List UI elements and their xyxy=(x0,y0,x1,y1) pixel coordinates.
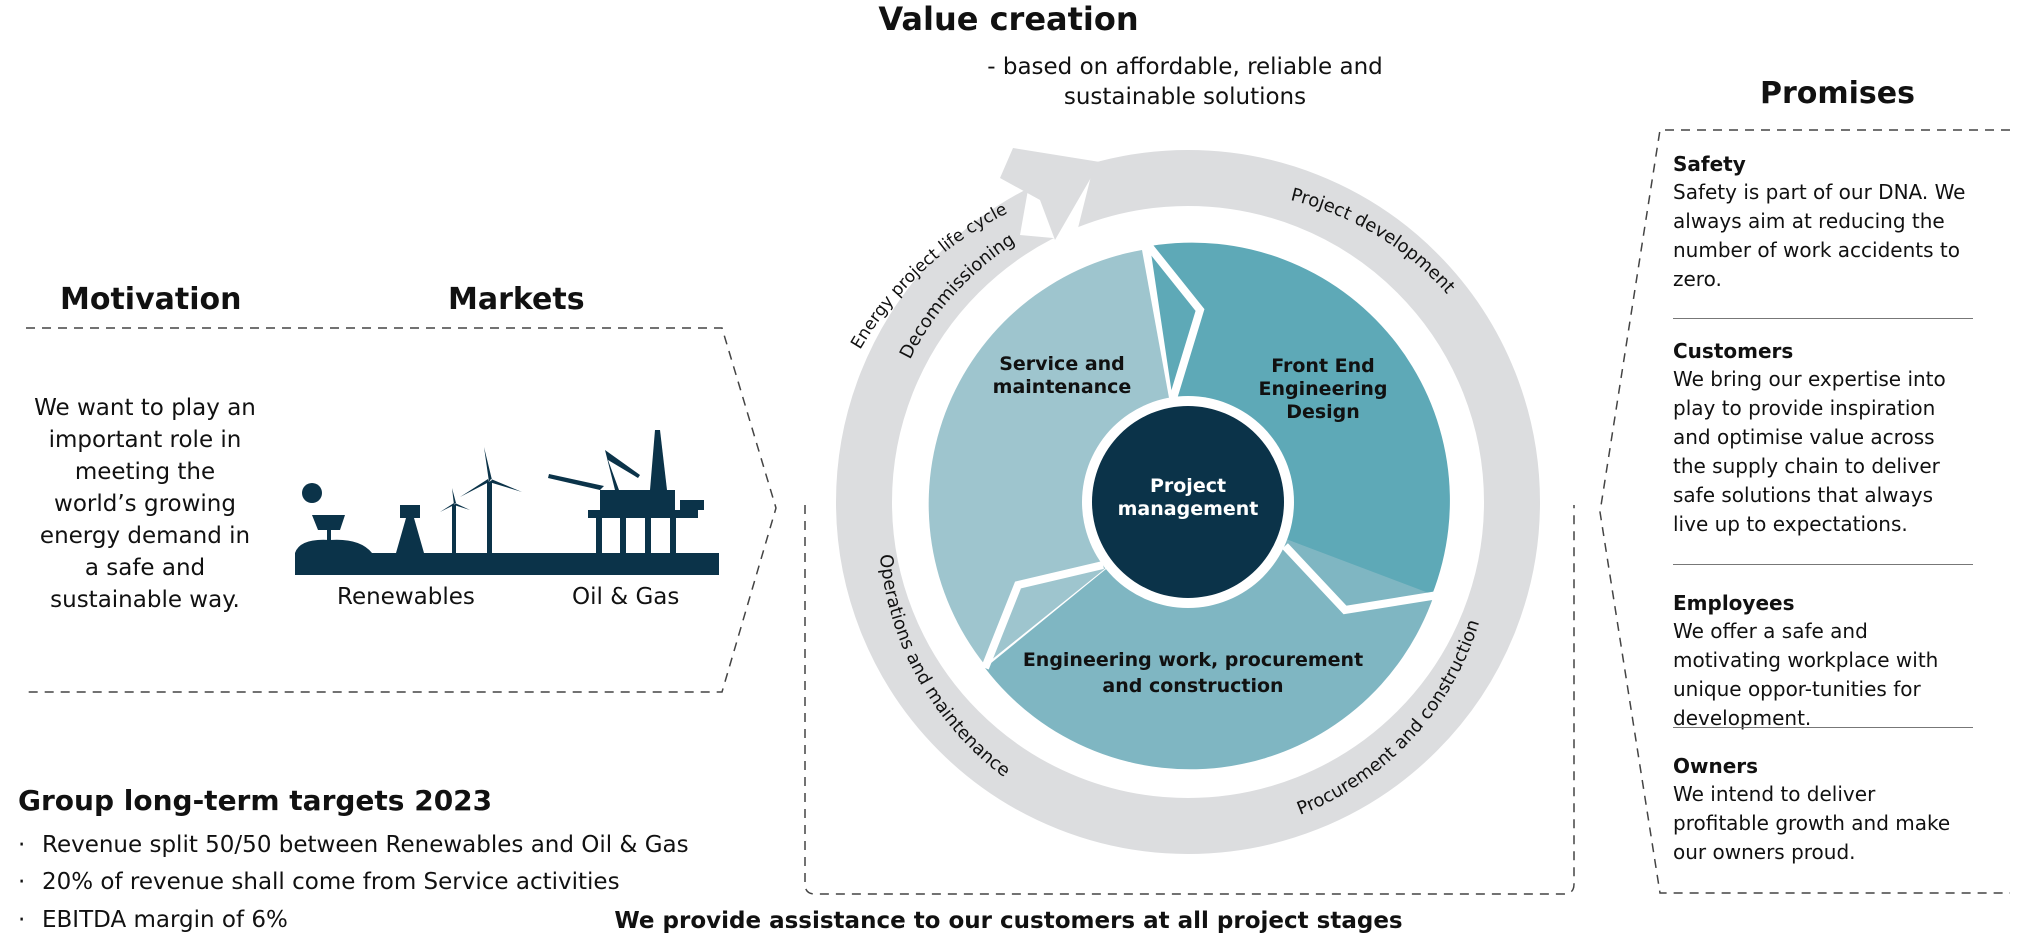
promise-text: Safety is part of our DNA. We always aim… xyxy=(1673,180,1966,291)
promise-title: Safety xyxy=(1673,152,1746,176)
outer-ring xyxy=(836,150,1540,854)
target-item: · 20% of revenue shall come from Service … xyxy=(18,867,620,897)
promise-divider xyxy=(1673,318,1973,319)
market-oil-gas: Oil & Gas xyxy=(572,584,680,610)
wind-turbine-small-icon xyxy=(452,505,456,553)
epc-label-2: and construction xyxy=(1102,675,1283,697)
bullet: · xyxy=(18,832,26,858)
feed-label-1: Front End xyxy=(1271,355,1375,377)
sun-icon xyxy=(302,483,322,503)
oil-platform-icon xyxy=(548,430,704,553)
feed-label-2: Engineering xyxy=(1259,378,1388,400)
promise-divider xyxy=(1673,727,1973,728)
service-label-2: maintenance xyxy=(993,376,1132,398)
motivation-header: Motivation xyxy=(60,282,242,317)
motivation-text: We want to play an important role in mee… xyxy=(34,395,256,613)
promise-employees: Employees We offer a safe and motivating… xyxy=(1673,589,1973,733)
markets-illustration-icon xyxy=(295,430,719,575)
promise-text: We bring our expertise into play to prov… xyxy=(1673,367,1946,536)
wind-turbine-large-icon xyxy=(487,482,492,553)
targets-header: Group long-term targets 2023 xyxy=(18,784,493,817)
separator-2 xyxy=(1282,543,1439,615)
value-outline xyxy=(804,505,1575,895)
target-item: · EBITDA margin of 6% xyxy=(18,905,288,935)
segment-epc xyxy=(985,502,1434,770)
bullet: · xyxy=(18,869,26,895)
epc-label-1: Engineering work, procurement xyxy=(1023,649,1363,671)
pylon-icon xyxy=(396,505,424,553)
separator-1 xyxy=(1144,242,1205,404)
segment-service xyxy=(928,250,1188,665)
center-hub xyxy=(1092,406,1284,598)
ring-arrowhead xyxy=(1000,148,1100,240)
assist-statement: We provide assistance to our customers a… xyxy=(614,908,1403,934)
solar-panel-icon xyxy=(312,515,345,530)
separator-3 xyxy=(981,561,1104,670)
service-label-1: Service and xyxy=(999,353,1125,375)
target-text: 20% of revenue shall come from Service a… xyxy=(42,869,620,895)
market-renewables: Renewables xyxy=(337,584,475,610)
markets-header: Markets xyxy=(448,282,585,317)
target-text: Revenue split 50/50 between Renewables a… xyxy=(42,832,689,858)
promise-title: Employees xyxy=(1673,591,1795,615)
promises-outline xyxy=(1599,129,2010,894)
value-creation-title: Value creation xyxy=(878,0,1139,38)
target-text: EBITDA margin of 6% xyxy=(42,907,288,933)
bullet: · xyxy=(18,907,26,933)
markets-outline xyxy=(26,327,777,693)
promise-safety: Safety Safety is part of our DNA. We alw… xyxy=(1673,150,1973,294)
promise-owners: Owners We intend to deliver profitable g… xyxy=(1673,752,1973,867)
promise-title: Owners xyxy=(1673,754,1759,778)
promises-header: Promises xyxy=(1760,76,1915,111)
center-label-2: management xyxy=(1118,498,1259,520)
feed-label-3: Design xyxy=(1286,401,1360,423)
promise-text: We intend to deliver profitable growth a… xyxy=(1673,782,1951,864)
center-label-1: Project xyxy=(1150,475,1226,497)
promise-divider xyxy=(1673,564,1973,565)
target-item: · Revenue split 50/50 between Renewables … xyxy=(18,830,689,860)
promise-customers: Customers We bring our expertise into pl… xyxy=(1673,337,1973,539)
value-creation-subtitle: - based on affordable, reliable and sust… xyxy=(987,54,1383,110)
promise-text: We offer a safe and motivating workplace… xyxy=(1673,619,1939,730)
promise-title: Customers xyxy=(1673,339,1794,363)
